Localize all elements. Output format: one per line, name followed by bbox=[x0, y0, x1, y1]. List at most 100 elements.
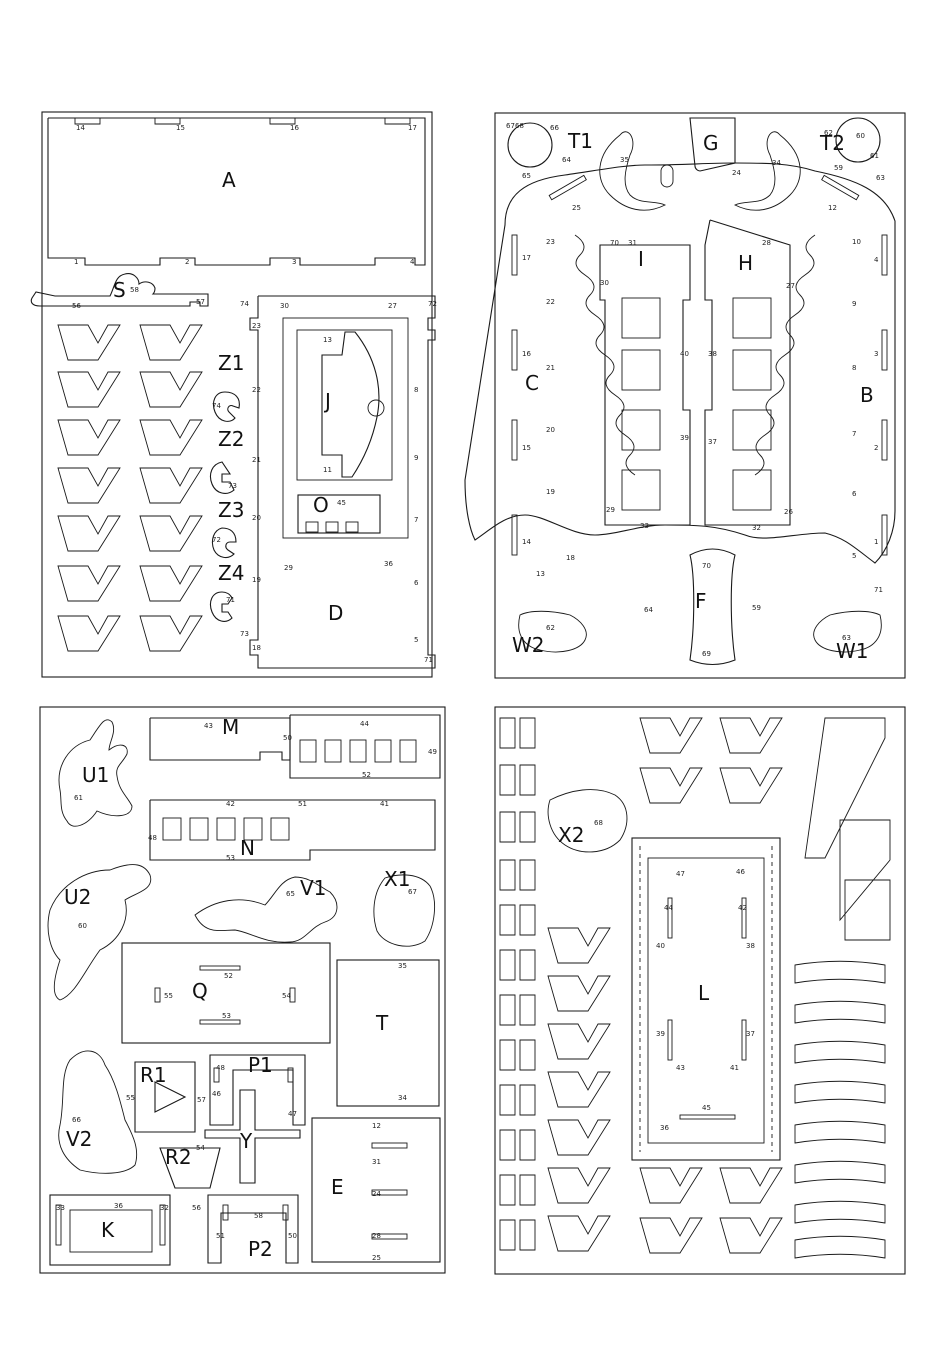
num: 36 bbox=[660, 1124, 669, 1132]
part-o bbox=[297, 494, 381, 534]
num: 31 bbox=[372, 1158, 381, 1166]
part-j-notch bbox=[367, 399, 385, 417]
num: 38 bbox=[746, 942, 755, 950]
part-t bbox=[336, 959, 440, 1107]
label-m: M bbox=[222, 715, 239, 739]
num: 2 bbox=[185, 258, 189, 266]
num: 61 bbox=[870, 152, 879, 160]
num: 59 bbox=[752, 604, 761, 612]
label-u2: U2 bbox=[64, 885, 91, 909]
label-o: O bbox=[313, 493, 329, 517]
num: 32 bbox=[160, 1204, 169, 1212]
tab-pieces-sheet-1 bbox=[57, 324, 203, 652]
num: 71 bbox=[874, 586, 883, 594]
label-b: B bbox=[860, 383, 874, 407]
part-b-antler bbox=[733, 131, 801, 211]
num: 34 bbox=[398, 1094, 407, 1102]
label-z1: Z1 bbox=[218, 351, 244, 375]
num: 17 bbox=[408, 124, 417, 132]
num: 15 bbox=[176, 124, 185, 132]
label-z3: Z3 bbox=[218, 498, 244, 522]
num: 62 bbox=[824, 129, 833, 137]
num: 67 bbox=[506, 122, 515, 130]
label-y: Y bbox=[239, 1129, 253, 1153]
num: 54 bbox=[282, 992, 291, 1000]
num: 28 bbox=[372, 1232, 381, 1240]
num: 43 bbox=[676, 1064, 685, 1072]
part-v1 bbox=[194, 876, 338, 943]
num: 54 bbox=[196, 1144, 205, 1152]
num: 67 bbox=[408, 888, 417, 896]
num: 42 bbox=[738, 904, 747, 912]
num: 11 bbox=[323, 466, 332, 474]
num: 7 bbox=[414, 516, 418, 524]
label-p2: P2 bbox=[248, 1237, 273, 1261]
part-numbers-sheet-3: 43 50 44 49 52 61 42 51 41 48 53 65 67 6… bbox=[56, 720, 437, 1262]
label-e: E bbox=[331, 1175, 344, 1199]
num: 23 bbox=[546, 238, 555, 246]
part-numbers-sheet-2: 67 68 66 64 65 35 24 34 62 60 61 59 63 2… bbox=[506, 122, 885, 658]
num: 37 bbox=[708, 438, 717, 446]
num: 72 bbox=[428, 300, 437, 308]
part-n bbox=[149, 799, 436, 861]
num: 71 bbox=[226, 596, 235, 604]
num: 32 bbox=[752, 524, 761, 532]
num: 8 bbox=[852, 364, 856, 372]
num: 1 bbox=[74, 258, 78, 266]
num: 14 bbox=[76, 124, 85, 132]
num: 12 bbox=[828, 204, 837, 212]
part-z1 bbox=[212, 391, 240, 422]
num: 43 bbox=[204, 722, 213, 730]
num: 6 bbox=[852, 490, 857, 498]
tab-pieces-sheet-4-left bbox=[499, 717, 536, 1251]
label-r1: R1 bbox=[140, 1063, 167, 1087]
num: 44 bbox=[664, 904, 673, 912]
num: 14 bbox=[522, 538, 531, 546]
num: 24 bbox=[732, 169, 741, 177]
num: 55 bbox=[164, 992, 173, 1000]
num: 74 bbox=[240, 300, 249, 308]
num: 48 bbox=[216, 1064, 225, 1072]
num: 37 bbox=[746, 1030, 755, 1038]
num: 57 bbox=[197, 1096, 206, 1104]
num: 23 bbox=[252, 322, 261, 330]
part-j bbox=[321, 331, 380, 478]
part-u2 bbox=[47, 864, 152, 1001]
num: 57 bbox=[196, 298, 205, 306]
sheet-1: A S Z1 Z2 Z3 Z4 J O D 14 15 16 17 1 2 3 … bbox=[30, 111, 437, 678]
num: 7 bbox=[852, 430, 856, 438]
part-z2 bbox=[209, 461, 235, 494]
part-c-antler bbox=[599, 131, 667, 211]
part-i bbox=[599, 244, 691, 526]
num: 70 bbox=[702, 562, 711, 570]
part-v2 bbox=[58, 1050, 138, 1174]
label-t: T bbox=[375, 1011, 389, 1035]
label-h: H bbox=[738, 251, 753, 275]
label-x2: X2 bbox=[558, 823, 584, 847]
num: 35 bbox=[398, 962, 407, 970]
part-m bbox=[149, 714, 441, 779]
part-y bbox=[204, 1089, 301, 1184]
num: 5 bbox=[852, 552, 856, 560]
num: 12 bbox=[372, 1122, 381, 1130]
num: 52 bbox=[224, 972, 233, 980]
num: 68 bbox=[515, 122, 524, 130]
e-pieces-sheet-4 bbox=[794, 717, 891, 1259]
num: 58 bbox=[254, 1212, 263, 1220]
num: 41 bbox=[730, 1064, 739, 1072]
num: 2 bbox=[874, 444, 878, 452]
label-n: N bbox=[240, 836, 255, 860]
num: 40 bbox=[656, 942, 665, 950]
part-t1-ring bbox=[507, 122, 553, 168]
part-k bbox=[49, 1194, 171, 1266]
label-c: C bbox=[525, 371, 539, 395]
label-z4: Z4 bbox=[218, 561, 244, 585]
label-u1: U1 bbox=[82, 763, 109, 787]
part-p2 bbox=[207, 1194, 299, 1264]
num: 29 bbox=[606, 506, 615, 514]
num: 4 bbox=[874, 256, 879, 264]
part-bc-base bbox=[464, 162, 896, 564]
num: 30 bbox=[280, 302, 289, 310]
slots-sheet-2 bbox=[511, 174, 888, 556]
